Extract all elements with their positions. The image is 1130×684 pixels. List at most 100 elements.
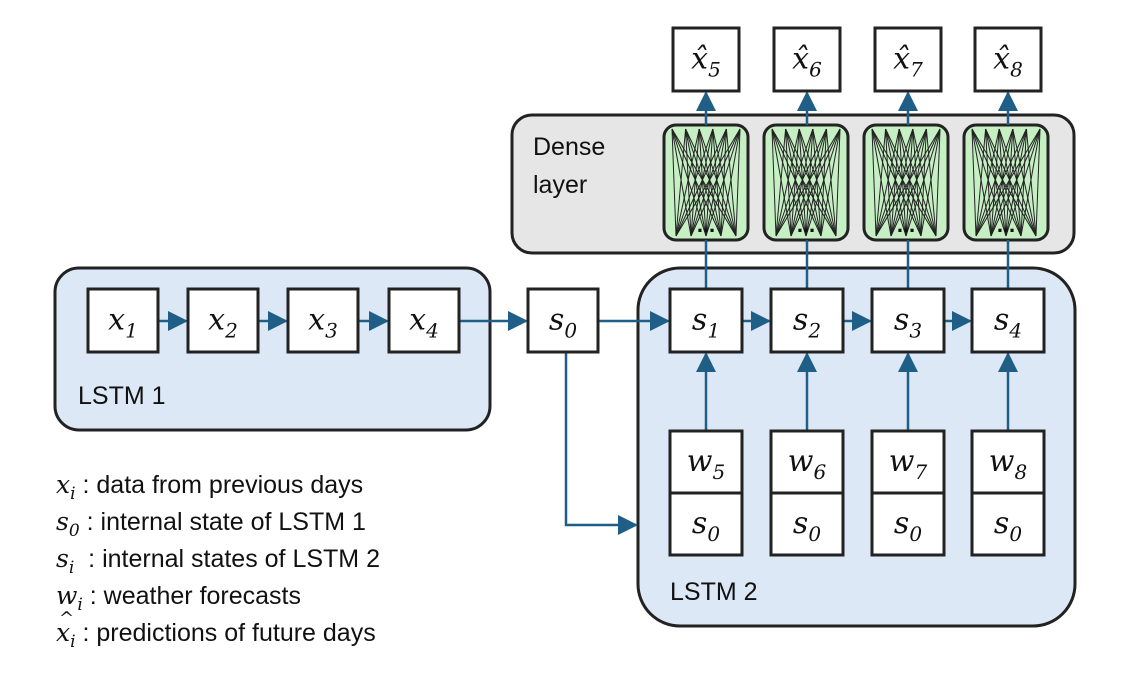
bridge-state-node-s0-box (526, 287, 600, 354)
state-node-s1: s1 (668, 287, 744, 354)
state-node-s4-label: s4 (994, 303, 1022, 343)
output-node-xhat8-box (973, 26, 1043, 93)
dense-connection (712, 128, 737, 237)
dense-connection (825, 128, 837, 237)
legend: xi : data from previous days s0 : intern… (56, 466, 380, 652)
dense-connection (935, 128, 941, 237)
dense-connection (790, 128, 814, 237)
output-node-xhat5-label: x̂5 (691, 42, 721, 82)
dense-connection (1012, 128, 1037, 237)
dense-connection (1005, 128, 1041, 237)
dense-connection (990, 128, 1014, 237)
dense-connection (798, 128, 837, 237)
weather-node-w6-box (769, 429, 845, 495)
weather-node-w6: w6 (769, 429, 845, 495)
state-node-s4-box (970, 287, 1046, 354)
weather-node-w7-label: w7 (889, 444, 928, 484)
dense-connection (685, 128, 722, 237)
dense-connection (1020, 128, 1027, 237)
legend-symbol: s0 (56, 507, 80, 541)
dense-connection (771, 128, 807, 237)
dense-connection (671, 128, 692, 237)
dense-connection (812, 128, 822, 237)
dense-network: ... (762, 123, 850, 242)
legend-text: : predictions of future days (75, 619, 376, 647)
output-node-xhat7-label: x̂7 (893, 42, 923, 82)
dense-ellipsis: ... (697, 212, 715, 237)
input-node-x4-label: x4 (409, 303, 439, 343)
dense-connection (890, 128, 900, 237)
dense-connection (671, 128, 677, 237)
dense-connection (975, 128, 1027, 237)
dense-connection (990, 128, 1000, 237)
dense-connection (1012, 128, 1022, 237)
dense-connection (890, 128, 927, 237)
dense-connection (820, 128, 827, 237)
dense-connection (971, 128, 977, 237)
dense-connection (985, 128, 992, 237)
dense-label-line1: Dense (533, 133, 605, 161)
dense-connection (671, 128, 737, 237)
dense-connection (698, 128, 722, 237)
dense-connection (871, 128, 922, 237)
state-node-s3: s3 (870, 287, 946, 354)
dense-network: ... (862, 123, 950, 242)
dense-connection (885, 128, 937, 237)
dense-connection (875, 128, 941, 237)
output-node-xhat8: x̂8 (973, 26, 1043, 93)
dense-connection (775, 128, 841, 237)
dense-connection (771, 128, 837, 237)
dense-connection (675, 128, 741, 237)
weather-node-w7-box (870, 429, 946, 495)
weather-node-w8: w8 (970, 429, 1046, 495)
dense-connection (905, 128, 941, 237)
weather-node-w8-label: w8 (989, 444, 1027, 484)
dense-connection (875, 128, 887, 237)
legend-item-lstm2-states: si : internal states of LSTM 2 (56, 540, 380, 578)
dense-connection (705, 128, 741, 237)
dense-connection (685, 128, 707, 237)
weather-state-node-s0: s0 (769, 491, 845, 557)
dense-connection (885, 128, 892, 237)
dense-connection (685, 128, 692, 237)
dense-connection (1005, 128, 1027, 237)
dense-connection (805, 128, 827, 237)
input-node-x3: x3 (286, 287, 360, 354)
dense-connection (975, 128, 1014, 237)
dense-connection (985, 128, 1022, 237)
dense-connection (875, 128, 927, 237)
weather-state-node-s0-box (769, 491, 845, 557)
dense-connection (785, 128, 837, 237)
input-node-x4-box (387, 287, 461, 354)
dense-connection (675, 128, 714, 237)
dense-connection (812, 128, 837, 237)
dense-connection (1020, 128, 1041, 237)
weather-state-node-s0-label: s0 (692, 506, 720, 546)
dense-connection (705, 128, 727, 237)
dense-connection (985, 128, 1007, 237)
connections (158, 91, 1018, 535)
state-node-s1-box (668, 287, 744, 354)
dense-connection (690, 128, 714, 237)
dense-connection (771, 128, 792, 237)
dense-connection (1005, 128, 1014, 237)
dense-connection (820, 128, 841, 237)
dense-connection (975, 128, 1000, 237)
weather-state-node-s0-box (668, 491, 744, 557)
weather-state-node-s0-box (970, 491, 1046, 557)
input-node-x3-box (286, 287, 360, 354)
dense-connection (785, 128, 807, 237)
dense-connection (712, 128, 722, 237)
dense-connection (671, 128, 722, 237)
dense-connection (871, 128, 892, 237)
dense-connection (871, 128, 937, 237)
input-node-x3-label: x3 (308, 303, 338, 343)
dense-connection (675, 128, 727, 237)
dense-network: ... (962, 123, 1050, 242)
dense-ellipsis: ... (997, 212, 1015, 237)
dense-connection (698, 128, 737, 237)
dense-connection (775, 128, 787, 237)
dense-connection (785, 128, 822, 237)
